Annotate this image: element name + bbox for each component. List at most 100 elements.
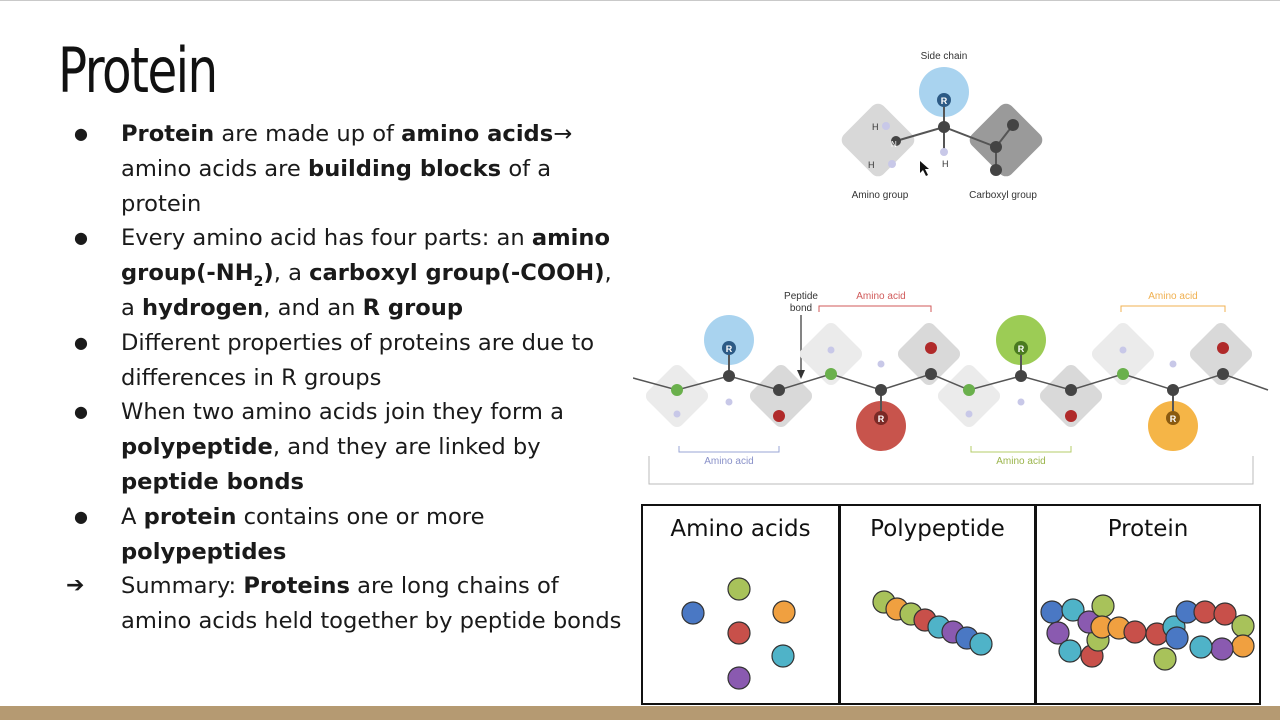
bullet-text: , and they are linked by — [272, 434, 541, 461]
bead — [1046, 621, 1070, 645]
bead — [1189, 635, 1213, 659]
bullet-item: ● A protein contains one or more polypep… — [60, 500, 630, 570]
bead — [727, 577, 751, 601]
bead — [727, 621, 751, 645]
r-atom — [937, 93, 951, 107]
bullet-item: ● Every amino acid has four parts: an am… — [60, 221, 630, 325]
panel-title: Protein — [1107, 516, 1189, 542]
r-atom — [1166, 411, 1180, 425]
hydrogen-atom — [940, 148, 948, 156]
backbone-line — [633, 373, 1269, 391]
structure-panels: Amino acids Polypeptide — [641, 504, 1261, 705]
oxygen-atom — [1007, 119, 1019, 131]
bullet-marker: ● — [74, 506, 88, 526]
peptide-bond-label: bond — [790, 303, 812, 314]
arrow-down-icon — [797, 370, 805, 379]
top-border — [0, 0, 1280, 1]
panel-protein: Protein — [1037, 506, 1259, 703]
amino-acid-label: Amino acid — [704, 456, 753, 467]
panel-amino-acids: Amino acids — [643, 506, 838, 703]
bead — [681, 601, 705, 625]
r-atom — [874, 411, 888, 425]
panel-title: Amino acids — [670, 516, 811, 542]
r-group-circle — [1148, 401, 1198, 451]
bead — [1061, 598, 1085, 622]
panel-divider — [838, 506, 841, 703]
bond-line — [895, 126, 945, 142]
h-label: H — [868, 160, 875, 170]
bullet-text: protein — [143, 503, 237, 530]
carbon-atom — [938, 121, 950, 133]
bullet-text: , and an — [263, 294, 363, 321]
h-label: H — [872, 122, 879, 132]
amino-group-shape — [841, 103, 915, 177]
r-group-circle — [704, 315, 754, 365]
bullet-text: A — [121, 503, 144, 530]
bead — [772, 600, 796, 624]
panel-polypeptide: Polypeptide — [841, 506, 1034, 703]
bullet-text: carboxyl group(-COOH) — [309, 260, 605, 287]
bullet-text: polypeptides — [121, 538, 287, 565]
bullet-item: ➔ Summary: Proteins are long chains of a… — [60, 569, 630, 639]
bead — [1165, 626, 1189, 650]
r-atom — [722, 341, 736, 355]
bead — [1058, 639, 1082, 663]
amino-acids-beads — [681, 577, 796, 690]
bullet-text: Every amino acid has four parts: an — [121, 225, 532, 252]
bullet-text: , a — [121, 260, 612, 321]
bullet-text: polypeptide — [121, 434, 273, 461]
bead — [1231, 614, 1255, 638]
bullet-item: ● Different properties of proteins are d… — [60, 326, 630, 396]
bead — [1210, 637, 1234, 661]
bullet-text: R group — [362, 294, 464, 321]
bullet-text: , a — [273, 260, 310, 287]
bracket — [678, 446, 780, 453]
r-group-circle — [919, 67, 969, 117]
bullet-text: Different properties of proteins are due… — [121, 329, 595, 391]
bead — [727, 666, 751, 690]
bead — [1231, 634, 1255, 658]
polypeptide-beads — [872, 590, 993, 656]
bullet-marker: ● — [74, 124, 88, 143]
hydrogen-atom — [882, 122, 890, 130]
h-label: H — [942, 159, 949, 169]
bullet-text: peptide bonds — [121, 468, 304, 495]
bracket — [818, 305, 932, 312]
r-atom — [1014, 341, 1028, 355]
bracket — [970, 446, 1072, 453]
slide-title: Protein — [58, 34, 218, 107]
bullet-text: amino acids — [401, 121, 554, 147]
r-group-circle — [856, 401, 906, 451]
amino-acid-label: Amino acid — [996, 456, 1045, 467]
bullet-text: contains one or more — [236, 503, 485, 530]
amino-acid-label: Amino acid — [1148, 291, 1197, 302]
r-atom-label: R — [726, 344, 733, 354]
panel-title: Polypeptide — [870, 516, 1005, 542]
bullet-text: amino group(-NH — [121, 225, 610, 287]
r-atom-label: R — [1018, 344, 1025, 354]
mouse-cursor-icon — [920, 161, 929, 176]
bead — [1213, 602, 1237, 626]
bead — [1123, 620, 1147, 644]
r-atom-label: R — [1170, 414, 1177, 424]
bullet-text: are made up of — [214, 121, 402, 147]
bullet-marker: ● — [74, 332, 88, 352]
oxygen-atom — [990, 164, 1002, 176]
panel-divider — [1034, 506, 1037, 703]
bullet-text: Protein — [121, 121, 215, 147]
bullet-text: ) — [263, 260, 274, 287]
atoms — [671, 342, 1229, 422]
bullet-marker: ● — [74, 402, 88, 422]
bullet-text: → amino acids are — [121, 121, 573, 182]
bullet-text: When two amino acids join they form a — [121, 399, 564, 426]
bead — [969, 632, 993, 656]
chain-bracket — [648, 456, 1254, 485]
bullet-item: ● Protein are made up of amino acids→ am… — [60, 117, 630, 221]
arrow-marker: ➔ — [66, 573, 85, 599]
protein-beads — [1040, 594, 1255, 671]
bead — [1193, 600, 1217, 624]
peptide-bond-label: Peptide — [784, 291, 818, 302]
amino-group-label: Amino group — [852, 190, 909, 201]
side-chain-label: Side chain — [921, 51, 968, 62]
bead — [1153, 647, 1177, 671]
